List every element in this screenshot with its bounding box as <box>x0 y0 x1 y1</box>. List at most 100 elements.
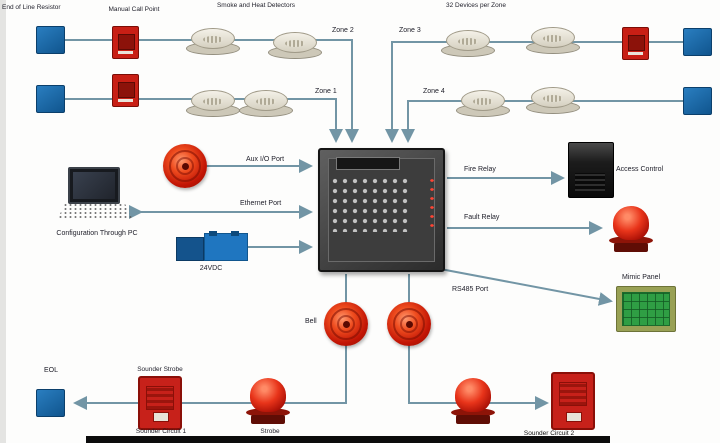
label-strobe: Strobe <box>260 428 280 435</box>
panel-keypad <box>330 176 408 232</box>
bottom-black-bar <box>86 436 610 443</box>
label-config-pc: Configuration Through PC <box>56 230 138 237</box>
power-supply-24vdc <box>176 231 248 261</box>
access-control-unit <box>568 142 614 198</box>
detector-vent <box>203 36 223 43</box>
beacon-base <box>456 415 490 424</box>
bell-hub <box>405 320 413 328</box>
label-zone-1: Zone 1 <box>315 88 337 95</box>
label-smoke-heat-detectors: Smoke and Heat Detectors <box>216 2 296 9</box>
smoke-detector-2 <box>268 32 322 59</box>
smoke-detector-7 <box>456 90 510 117</box>
battery-cell <box>204 233 248 261</box>
bell-ring <box>393 308 425 340</box>
beacon-collar <box>609 236 653 245</box>
label-end-of-line-resistor: End of Line Resistor <box>2 4 61 11</box>
mcp-glass <box>118 82 135 98</box>
beacon-collar <box>246 408 290 417</box>
label-bell: Bell <box>305 318 317 325</box>
label-sounder-strobe: Sounder Strobe <box>137 366 183 373</box>
mcp-label-strip <box>118 51 133 54</box>
bell-ring <box>337 315 355 333</box>
battery-terminal <box>231 231 239 236</box>
label-sounder-circuit-1: Sounder Circuit 1 <box>135 428 187 435</box>
beacon-dome <box>250 378 286 412</box>
eol-resistor-zone2 <box>36 26 65 54</box>
smoke-detector-8 <box>526 87 580 114</box>
sounder-tag <box>153 412 169 422</box>
beacon-collar <box>451 408 495 417</box>
laptop-keyboard <box>58 203 132 218</box>
manual-call-point-2 <box>112 74 139 107</box>
bell-ring <box>330 308 362 340</box>
sounder-grill <box>146 386 174 410</box>
alarm-bell-1 <box>324 302 368 346</box>
sounder-box-1 <box>138 376 182 430</box>
label-eol: EOL <box>44 367 59 374</box>
access-vent-slots <box>575 173 605 191</box>
left-edge-strip <box>0 0 6 443</box>
label-fault-relay: Fault Relay <box>464 214 500 221</box>
label-zone-3: Zone 3 <box>399 27 421 34</box>
bell-hub <box>181 162 189 170</box>
battery-terminal <box>209 231 217 236</box>
panel-led-column <box>426 176 438 232</box>
alarm-bell-aux <box>163 144 207 188</box>
detector-vent <box>256 98 276 105</box>
eol-resistor-zone4 <box>683 87 712 115</box>
sounder-tag <box>566 412 582 422</box>
smoke-detector-3 <box>186 90 240 117</box>
beacon-base <box>251 415 285 424</box>
strobe-beacon-right <box>448 378 498 424</box>
detector-vent <box>543 35 563 42</box>
label-aux-port: Aux I/O Port <box>246 156 285 163</box>
panel-display <box>336 157 400 170</box>
mimic-panel-device <box>616 286 676 332</box>
label-rs485-port: RS485 Port <box>452 286 489 293</box>
label-psu-24vdc: 24VDC <box>199 265 223 272</box>
bell-ring <box>176 157 194 175</box>
fault-beacon <box>606 206 656 252</box>
beacon-dome <box>613 206 649 240</box>
laptop-screen <box>68 167 120 204</box>
label-mimic-panel: Mimic Panel <box>622 274 661 281</box>
detector-vent <box>473 98 493 105</box>
label-access-control: Access Control <box>616 166 664 173</box>
sounder-box-2 <box>551 372 595 430</box>
label-devices-per-zone: 32 Devices per Zone <box>446 2 506 9</box>
battery-cell <box>176 237 204 261</box>
label-manual-call-point: Manual Call Point <box>108 6 160 13</box>
beacon-dome <box>455 378 491 412</box>
label-zone-4: Zone 4 <box>423 88 445 95</box>
eol-resistor-sounder <box>36 389 65 417</box>
bell-ring <box>400 315 418 333</box>
beacon-base <box>614 243 648 252</box>
label-ethernet-port: Ethernet Port <box>240 200 282 207</box>
smoke-detector-1 <box>186 28 240 55</box>
detector-vent <box>458 38 478 45</box>
detector-vent <box>285 40 305 47</box>
mcp-label-strip <box>628 52 643 55</box>
sounder-grill <box>559 382 587 406</box>
smoke-detector-6 <box>526 27 580 54</box>
smoke-detector-5 <box>441 30 495 57</box>
manual-call-point-1 <box>112 26 139 59</box>
label-fire-relay: Fire Relay <box>464 166 496 173</box>
label-zone-2: Zone 2 <box>332 27 354 34</box>
fire-alarm-control-panel <box>318 148 445 272</box>
bell-hub <box>342 320 350 328</box>
manual-call-point-3 <box>622 27 649 60</box>
bell-ring <box>169 150 201 182</box>
mcp-glass <box>628 35 645 51</box>
laptop-display <box>73 172 115 199</box>
detector-vent <box>203 98 223 105</box>
mcp-label-strip <box>118 99 133 102</box>
detector-vent <box>543 95 563 102</box>
smoke-detector-4 <box>239 90 293 117</box>
mcp-glass <box>118 34 135 50</box>
eol-resistor-zone3 <box>683 28 712 56</box>
strobe-beacon-left <box>243 378 293 424</box>
alarm-bell-2 <box>387 302 431 346</box>
mimic-screen <box>622 292 670 326</box>
